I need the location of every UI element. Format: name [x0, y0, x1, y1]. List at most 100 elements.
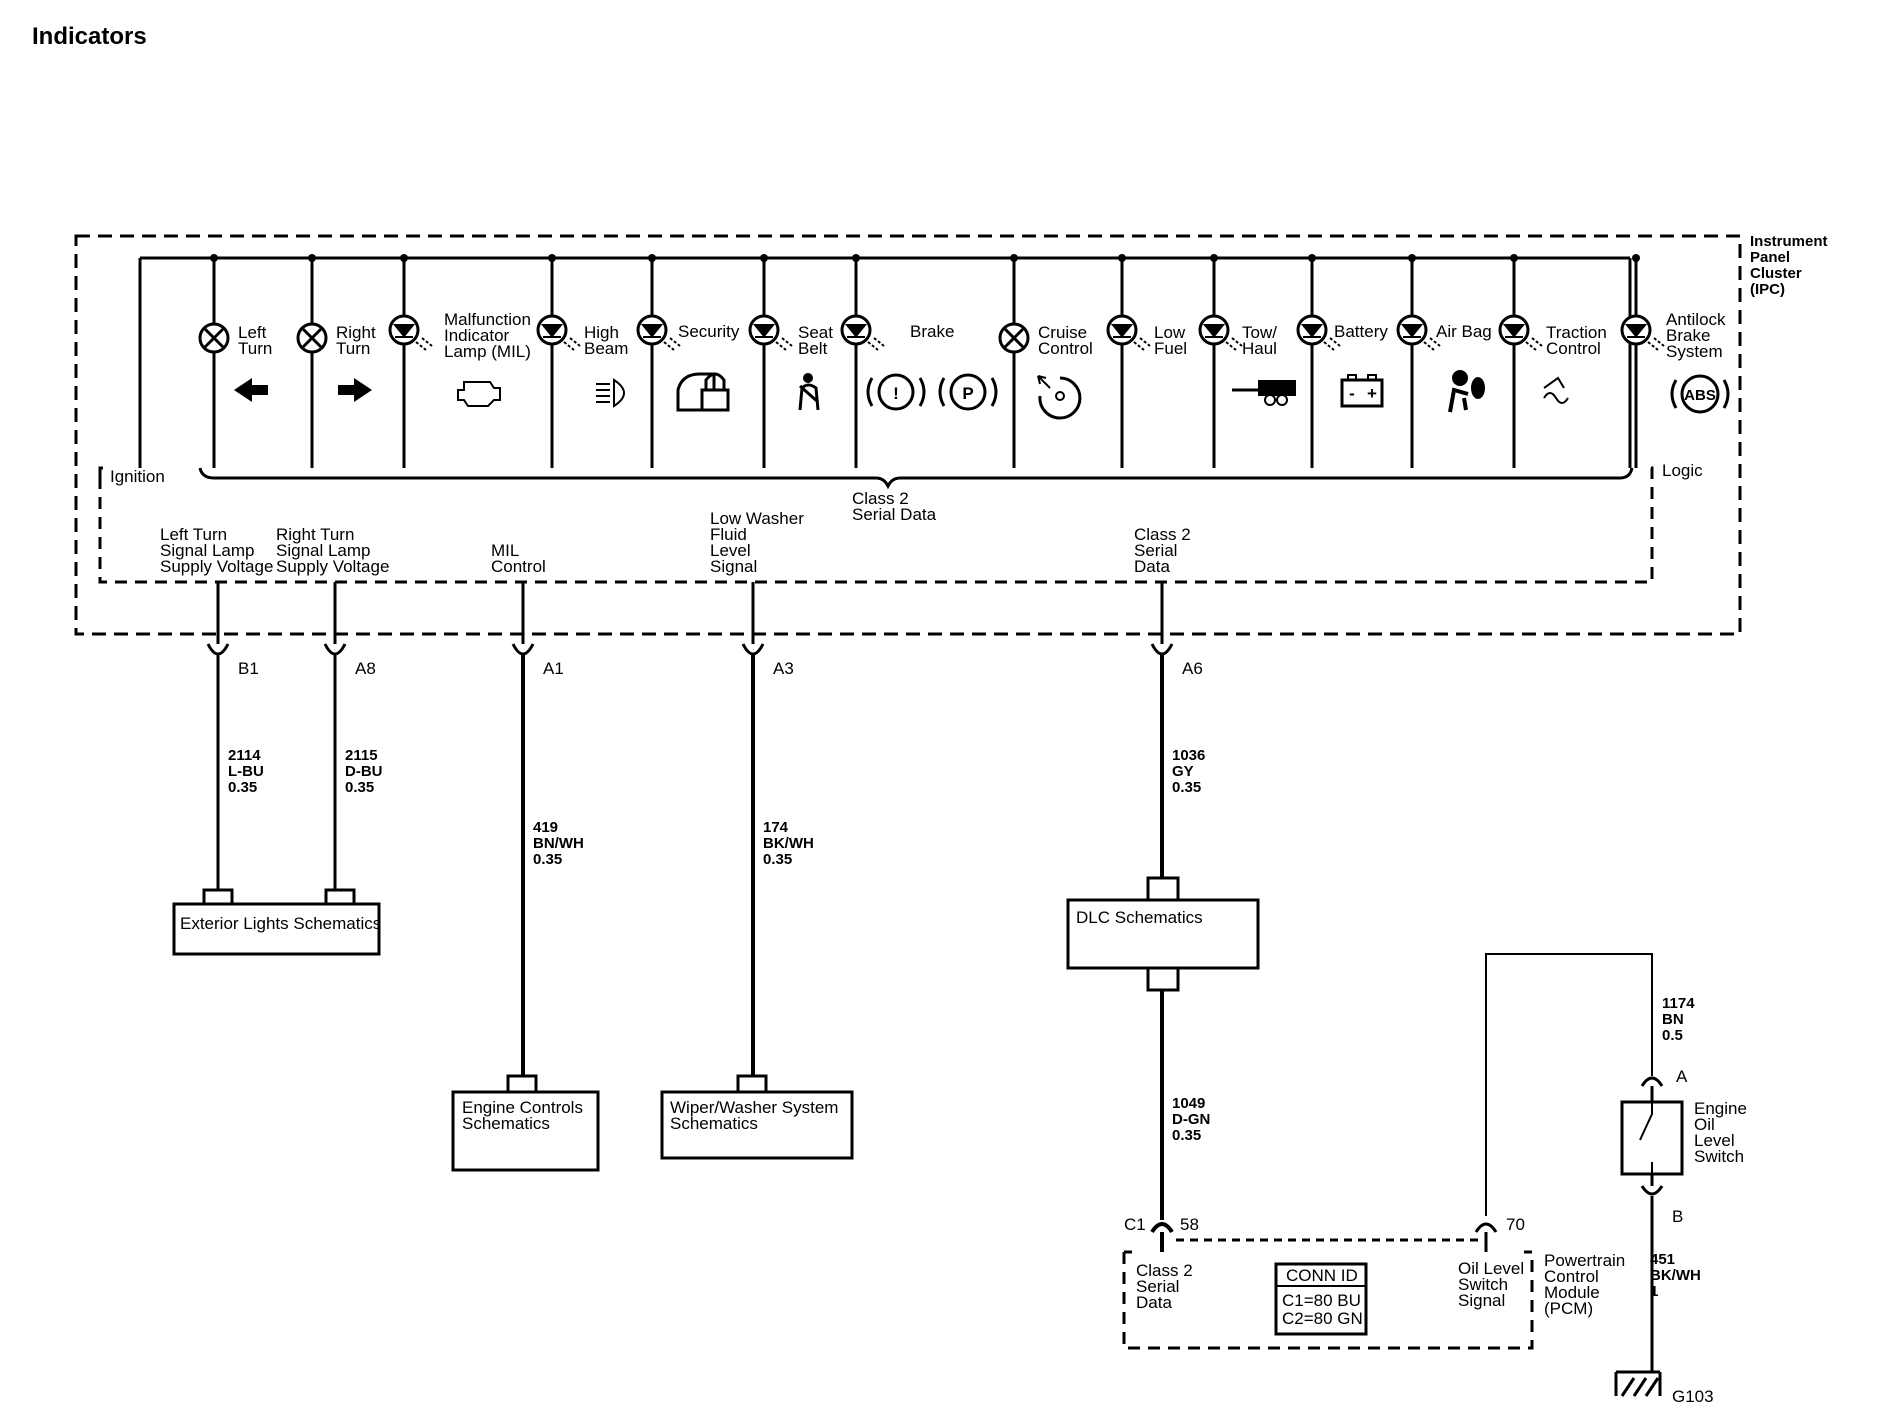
pcm-name-line: Powertrain [1544, 1251, 1625, 1270]
circuit-label-line: Left Turn [160, 525, 227, 544]
led-diode [1400, 324, 1424, 338]
wire-spec-line: 419 [533, 819, 558, 836]
trailer-icon [1258, 380, 1296, 396]
cruise-needle [1037, 375, 1051, 389]
pcm-right-signal-line: Switch [1458, 1275, 1508, 1294]
conn-id-title: CONN ID [1286, 1266, 1358, 1285]
connector-terminal [1150, 643, 1174, 656]
indicator-label-line: Cruise [1038, 323, 1087, 342]
indicator-lamps: LeftTurnRightTurnMalfunctionIndicatorLam… [198, 254, 1730, 468]
indicator-label-line: High [584, 323, 619, 342]
indicator-label-line: Indicator [444, 326, 510, 345]
page-title: Indicators [32, 23, 147, 50]
padlock-body [700, 388, 730, 412]
abs-label: ABS [1684, 387, 1716, 404]
trailer-wheel [1264, 394, 1276, 406]
ipc-name-line: Cluster [1750, 265, 1802, 282]
indicator-brake: Brake!P [840, 254, 998, 468]
security-car-lock-icon [676, 372, 716, 412]
led-emission-rays [1423, 337, 1441, 351]
wire-spec-line: BN/WH [533, 835, 584, 852]
airbag-deployed [1471, 377, 1485, 399]
connector-pin-label: B1 [238, 659, 259, 678]
class2-bus-label-line: Class 2 [852, 489, 909, 508]
pcm-boundary [1122, 1252, 1534, 1350]
ignition-label: Ignition [110, 467, 165, 486]
exterior-lights-schematics-box[interactable] [172, 902, 381, 956]
engine-controls-schematics-box[interactable] [451, 1090, 600, 1172]
wiper-washer-schematics-box[interactable] [660, 1090, 854, 1160]
dlc-schematics-box[interactable] [1066, 898, 1260, 970]
circuit-label-line: Low Washer [710, 509, 804, 528]
circuit-label-line: Serial [1134, 541, 1177, 560]
wire-spec-line: 2115 [345, 747, 378, 764]
logic-label: Logic [1662, 461, 1703, 480]
pcm-name-line: Control [1544, 1267, 1599, 1286]
indicator-label-line: Turn [336, 339, 370, 358]
indicator-label-line: Beam [584, 339, 628, 358]
led-emission-rays [563, 337, 581, 351]
battery-terminals [1347, 374, 1377, 380]
circuit-label-line: Signal [710, 557, 757, 576]
indicator-label-line: Battery [1334, 322, 1388, 341]
pcm-pin-70: 70 [1506, 1215, 1525, 1234]
led-emission-rays [775, 337, 793, 351]
led-diode [1202, 324, 1226, 338]
oil-switch-labels: 1174BN0.5451BK/WH1EngineOilLevelSwitchAB… [1650, 995, 1747, 1406]
trailer-wheel [1276, 394, 1288, 406]
led-diode [640, 324, 664, 338]
connector-pin-label: A1 [543, 659, 564, 678]
wire-spec-line: 0.35 [228, 779, 257, 796]
oil-switch-name-line: Level [1694, 1131, 1735, 1150]
led-diode [540, 324, 564, 338]
circuit-label-line: Signal Lamp [160, 541, 255, 560]
dlc-wire-spec-line: 0.35 [1172, 1127, 1201, 1144]
bulb-filament [1002, 326, 1026, 350]
indicator-label-line: Left [238, 323, 267, 342]
class2-bus-label-line: Serial Data [852, 505, 937, 524]
indicator-label-line: Low [1154, 323, 1186, 342]
connector-terminal [511, 643, 535, 656]
circuit-label-line: Control [491, 557, 546, 576]
pcm-connector-label: C1 [1124, 1215, 1146, 1234]
ground-symbol [1614, 1370, 1662, 1397]
wire-spec-line: 1036 [1172, 747, 1205, 764]
circuit-label-line: Class 2 [1134, 525, 1191, 544]
circuit-label-line: MIL [491, 541, 519, 560]
indicator-label-line: Antilock [1666, 310, 1726, 329]
indicator-label-line: Traction [1546, 323, 1607, 342]
led-emission-rays [663, 337, 681, 351]
indicator-air-bag: Air Bag [1396, 254, 1492, 468]
connector-terminal [206, 643, 230, 656]
cruise-hub [1055, 391, 1065, 401]
oil-switch-contact [1639, 1102, 1653, 1174]
wire-spec-line: 0.35 [533, 851, 562, 868]
circuit-label-line: Fluid [710, 525, 747, 544]
ground-label: G103 [1672, 1387, 1714, 1406]
dlc-wire-spec-line: 1049 [1172, 1095, 1205, 1112]
battery-minus: - [1349, 384, 1355, 403]
indicator-label-line: Seat [798, 323, 833, 342]
class2-bus-brace [198, 467, 1634, 490]
oil-wire-top-line: 1174 [1662, 995, 1695, 1012]
battery-icon [1340, 378, 1384, 408]
traction-control-icon [1543, 376, 1569, 404]
led-emission-rays [1323, 337, 1341, 351]
circuit-label-line: Supply Voltage [276, 557, 389, 576]
high-beam-icon [596, 378, 625, 408]
connector-terminal [741, 643, 765, 656]
brake-circle [877, 373, 915, 411]
wire-spec-line: 0.35 [345, 779, 374, 796]
